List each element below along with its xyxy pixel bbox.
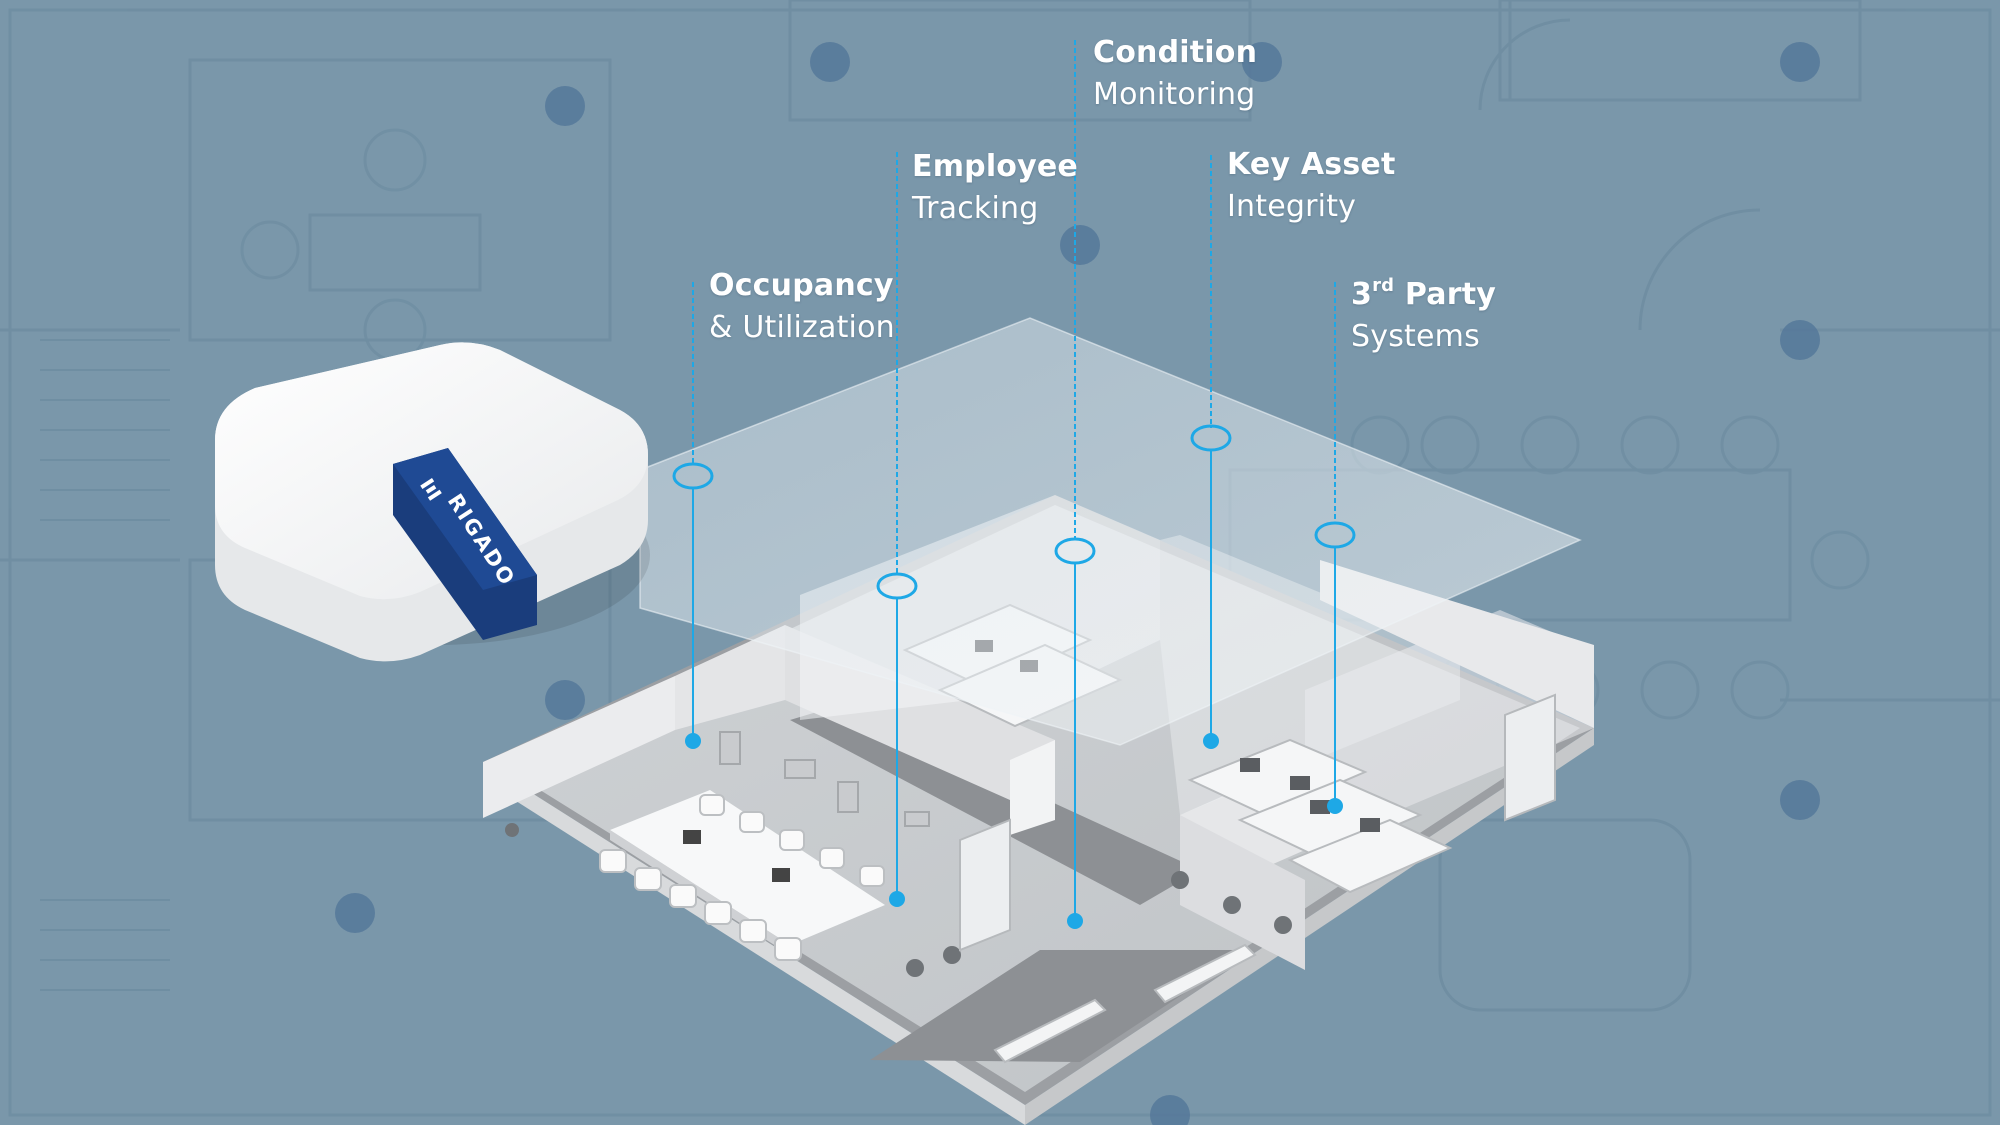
callout-title: Occupancy (709, 268, 894, 303)
connector-employee (876, 152, 918, 907)
plants (505, 823, 1292, 977)
callout-employee-tracking: Employee Tracking (912, 146, 1078, 230)
rigado-gateway-device: RIGADO (215, 342, 650, 662)
callout-subtitle: Integrity (1227, 189, 1357, 224)
connector-thirdparty (1314, 282, 1356, 814)
callout-title: Condition (1093, 35, 1258, 70)
reception-sofa (993, 943, 1257, 1064)
callout-title: Employee (912, 149, 1078, 184)
callout-subtitle: Systems (1351, 319, 1480, 354)
callout-title: 3rd Party (1351, 275, 1497, 313)
callout-title: Key Asset (1227, 147, 1396, 182)
connector-occupancy (672, 282, 714, 749)
callout-connectors (672, 40, 1356, 929)
callout-occupancy-utilization: Occupancy & Utilization (709, 265, 895, 349)
callout-third-party-systems: 3rd Party Systems (1351, 274, 1496, 358)
callout-key-asset-integrity: Key Asset Integrity (1227, 144, 1396, 228)
callout-subtitle: Tracking (912, 191, 1039, 226)
callout-subtitle: Monitoring (1093, 77, 1256, 112)
shelving (959, 693, 1556, 952)
callout-condition-monitoring: Condition Monitoring (1093, 32, 1257, 116)
device-logo-icon (420, 478, 442, 501)
conference-table (599, 790, 885, 961)
sensing-plane (639, 317, 1582, 746)
callout-subtitle: & Utilization (709, 310, 895, 345)
connector-condition (1054, 40, 1096, 929)
connector-keyasset (1190, 155, 1232, 749)
